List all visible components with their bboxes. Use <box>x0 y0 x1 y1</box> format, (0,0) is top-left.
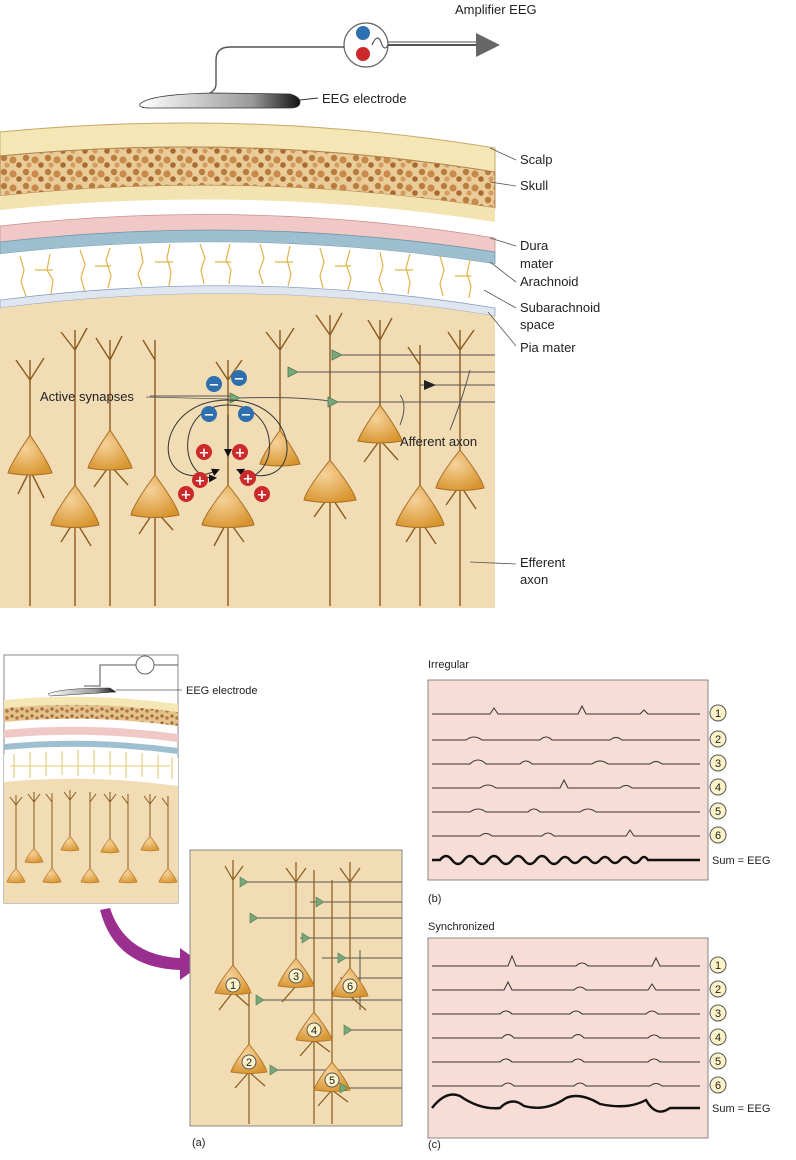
pyramidal-neurons <box>7 312 485 606</box>
afferent-direction-arrow-icon <box>424 380 436 390</box>
svg-text:+: + <box>235 446 246 461</box>
panel-c-title: Synchronized <box>428 921 495 933</box>
plus-charge-icon <box>356 47 370 61</box>
arachnoid-label: Arachnoid <box>520 274 579 289</box>
svg-text:1: 1 <box>230 980 236 992</box>
subarachnoid-label-line1: Subarachnoid <box>520 300 600 315</box>
top-section: Amplifier EEG EEG electrode <box>0 2 600 608</box>
panel-b-caption: (b) <box>428 893 441 905</box>
panel-a-synapses <box>239 876 353 1094</box>
amplifier-icon <box>343 22 500 68</box>
svg-text:3: 3 <box>715 758 721 770</box>
panel-c-sum-label: Sum = EEG <box>712 1103 770 1115</box>
subarachnoid-label-line2: space <box>520 317 555 332</box>
panel-c: Synchronized 1 2 3 4 5 6 Sum = EEG (c) <box>427 921 770 1151</box>
panel-a: EEG electrode 1 <box>3 654 403 1149</box>
svg-text:2: 2 <box>715 984 721 996</box>
active-synapses-label: Active synapses <box>40 389 134 404</box>
subarachnoid-space <box>0 242 495 308</box>
svg-text:5: 5 <box>715 1056 721 1068</box>
panel-a-caption: (a) <box>192 1137 205 1149</box>
electrode-label: EEG electrode <box>322 91 407 106</box>
dura-label-line1: Dura <box>520 238 549 253</box>
svg-text:4: 4 <box>715 1032 721 1044</box>
svg-text:−: − <box>234 372 245 387</box>
svg-text:+: + <box>257 488 268 503</box>
panel-b: Irregular 1 2 3 4 5 6 Sum = EEG (b) <box>427 659 770 905</box>
panel-c-sum-trace <box>431 1093 700 1113</box>
panel-c-trace-numbers: 1 2 3 4 5 6 <box>709 956 727 1094</box>
svg-text:4: 4 <box>311 1025 317 1037</box>
svg-text:4: 4 <box>715 782 721 794</box>
svg-text:−: − <box>204 408 215 423</box>
svg-text:+: + <box>181 488 192 503</box>
svg-text:6: 6 <box>347 981 353 993</box>
svg-text:1: 1 <box>715 960 721 972</box>
arachnoid-trabeculae <box>19 243 472 299</box>
positive-charges: + + + + + + <box>178 444 270 503</box>
afferent-axon-label: Afferent axon <box>400 434 477 449</box>
svg-text:1: 1 <box>715 708 721 720</box>
svg-text:3: 3 <box>715 1008 721 1020</box>
svg-text:5: 5 <box>329 1075 335 1087</box>
svg-text:3: 3 <box>293 971 299 983</box>
negative-charges: − − − − <box>201 370 254 423</box>
svg-text:5: 5 <box>715 806 721 818</box>
panel-b-title: Irregular <box>428 659 469 671</box>
panel-b-traces <box>432 704 700 837</box>
panel-b-trace-box <box>427 679 709 881</box>
svg-text:+: + <box>243 472 254 487</box>
panel-a-electrode-label: EEG electrode <box>186 685 258 697</box>
scalp-label: Scalp <box>520 152 553 167</box>
panel-c-traces <box>432 954 700 1087</box>
svg-text:2: 2 <box>715 734 721 746</box>
efferent-label-line2: axon <box>520 572 548 587</box>
amplifier-label: Amplifier EEG <box>455 2 537 17</box>
svg-text:6: 6 <box>715 1080 721 1092</box>
panel-a-neuron-numbers: 1 2 3 4 5 6 <box>225 968 358 1088</box>
minus-charge-icon <box>356 26 370 40</box>
dura-label-line2: mater <box>520 256 554 271</box>
svg-text:+: + <box>195 474 206 489</box>
output-arrow-icon <box>476 33 500 57</box>
panel-b-trace-numbers: 1 2 3 4 5 6 <box>709 704 727 844</box>
afferent-axons <box>150 354 495 431</box>
svg-text:6: 6 <box>715 830 721 842</box>
panel-a-electrode-icon <box>47 687 117 697</box>
svg-text:2: 2 <box>246 1057 252 1069</box>
panel-c-caption: (c) <box>428 1139 441 1151</box>
eeg-electrode-icon <box>139 92 301 109</box>
pia-label: Pia mater <box>520 340 576 355</box>
svg-text:−: − <box>209 378 220 393</box>
panel-b-sum-label: Sum = EEG <box>712 855 770 867</box>
panel-b-sum-trace <box>432 854 700 866</box>
zoom-arrow-icon <box>100 908 202 980</box>
efferent-label-line1: Efferent <box>520 555 566 570</box>
svg-text:+: + <box>199 446 210 461</box>
electrode-wire <box>204 46 344 96</box>
skull-label: Skull <box>520 178 548 193</box>
svg-text:−: − <box>241 408 252 423</box>
